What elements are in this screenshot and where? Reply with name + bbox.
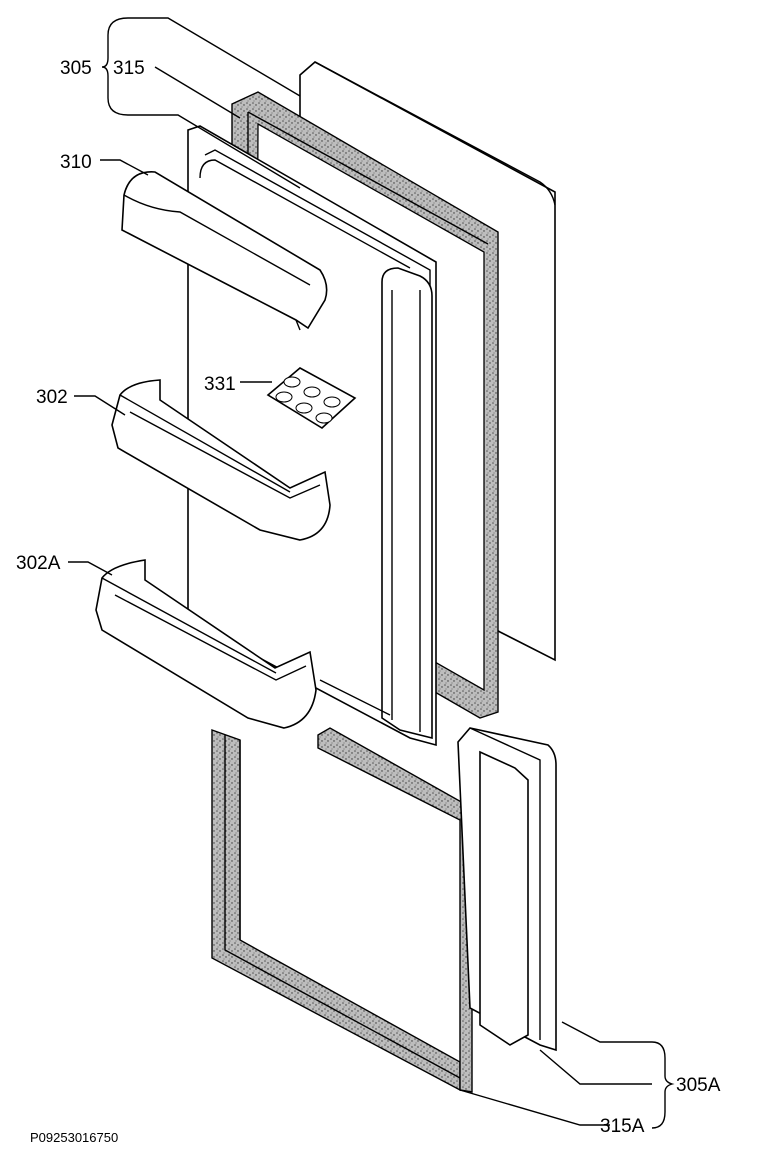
label-331: 331	[204, 374, 236, 395]
leader-315	[154, 66, 241, 119]
label-302: 302	[36, 387, 68, 408]
shelf-310	[121, 171, 328, 331]
label-302a: 302A	[16, 553, 61, 574]
label-305: 305	[60, 58, 92, 79]
bracket-305a	[539, 1021, 675, 1129]
label-315: 315	[113, 58, 145, 79]
label-310: 310	[60, 152, 92, 173]
egg-tray-331	[266, 367, 357, 429]
label-305a: 305A	[676, 1075, 721, 1096]
door-bin-302	[111, 379, 331, 541]
leader-315a	[459, 1089, 610, 1126]
lower-door-panel	[457, 727, 557, 1052]
leader-310	[100, 159, 149, 176]
footer-code: P09253016750	[30, 1130, 118, 1145]
label-315a: 315A	[600, 1116, 645, 1137]
bracket-305	[101, 17, 301, 189]
leader-302	[74, 395, 126, 416]
leader-302a	[68, 561, 113, 576]
lower-gasket	[211, 727, 473, 1093]
door-bin-302a	[95, 559, 317, 729]
